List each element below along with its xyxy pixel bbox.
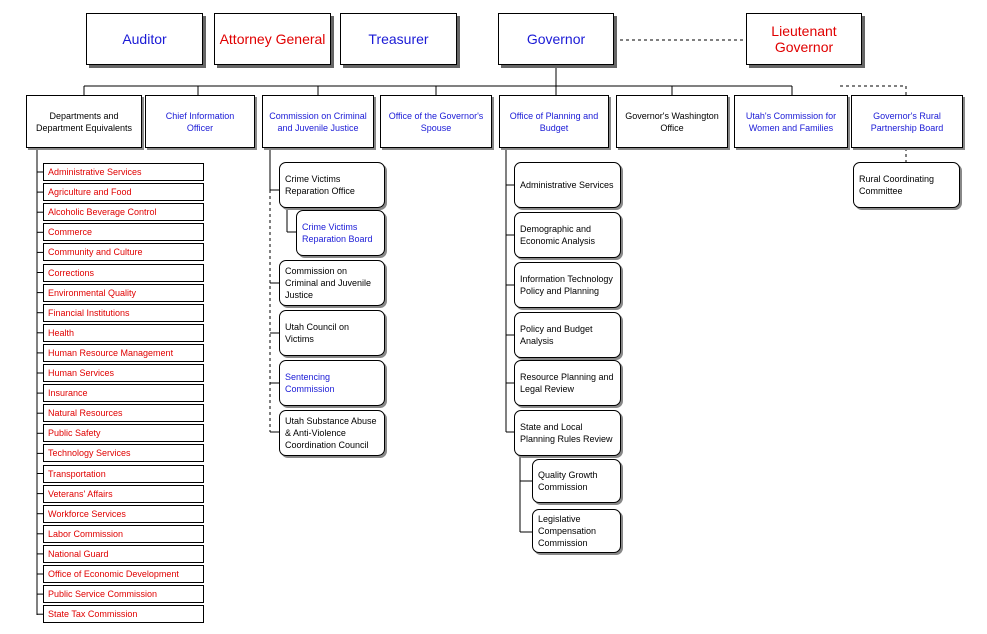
rural-partnership-box: Governor's Rural Partnership Board bbox=[851, 95, 963, 148]
department-item: Technology Services bbox=[43, 444, 204, 463]
planning-unit: Administrative Services bbox=[514, 162, 621, 208]
attorney-general-box: Attorney General bbox=[214, 13, 331, 65]
department-item: Alcoholic Beverage Control bbox=[43, 203, 204, 222]
planning-unit: Legislative Compensation Commission bbox=[532, 509, 621, 553]
governor-box: Governor bbox=[498, 13, 614, 65]
treasurer-box: Treasurer bbox=[340, 13, 457, 65]
department-item: Human Services bbox=[43, 364, 204, 382]
planning-unit: Demographic and Economic Analysis bbox=[514, 212, 621, 258]
ccjj-unit: Utah Substance Abuse & Anti-Violence Coo… bbox=[279, 410, 385, 456]
planning-unit: Resource Planning and Legal Review bbox=[514, 360, 621, 406]
department-item: Public Safety bbox=[43, 424, 204, 443]
department-item: Workforce Services bbox=[43, 504, 204, 523]
department-item: Financial Institutions bbox=[43, 303, 204, 322]
department-item: Community and Culture bbox=[43, 243, 204, 262]
department-item: Human Resource Management bbox=[43, 343, 204, 362]
department-item: Natural Resources bbox=[43, 404, 204, 423]
planning-budget-box: Office of Planning and Budget bbox=[499, 95, 609, 148]
department-item: Corrections bbox=[43, 263, 204, 282]
ccjj-unit: Utah Council on Victims bbox=[279, 310, 385, 356]
planning-unit: State and Local Planning Rules Review bbox=[514, 410, 621, 456]
department-item: Insurance bbox=[43, 384, 204, 403]
planning-unit: Policy and Budget Analysis bbox=[514, 312, 621, 358]
lieutenant-governor-box: Lieutenant Governor bbox=[746, 13, 862, 65]
department-item: Public Service Commission bbox=[43, 585, 204, 604]
ccjj-unit: Sentencing Commission bbox=[279, 360, 385, 406]
rural-coordinating-committee: Rural Coordinating Committee bbox=[853, 162, 960, 208]
department-item: Agriculture and Food bbox=[43, 183, 204, 202]
departments-box: Departments and Department Equivalents bbox=[26, 95, 142, 148]
ccjj-unit: Commission on Criminal and Juvenile Just… bbox=[279, 260, 385, 306]
planning-unit: Information Technology Policy and Planni… bbox=[514, 262, 621, 308]
department-item: State Tax Commission bbox=[43, 605, 204, 624]
department-item: Health bbox=[43, 323, 204, 342]
ccjj-box: Commission on Criminal and Juvenile Just… bbox=[262, 95, 374, 148]
department-item: Office of Economic Development bbox=[43, 565, 204, 583]
department-item: National Guard bbox=[43, 544, 204, 563]
washington-office-box: Governor's Washington Office bbox=[616, 95, 728, 148]
women-families-box: Utah's Commission for Women and Families bbox=[734, 95, 848, 148]
ccjj-unit: Crime Victims Reparation Office bbox=[279, 162, 385, 208]
auditor-box: Auditor bbox=[86, 13, 203, 65]
cio-box: Chief Information Officer bbox=[145, 95, 255, 148]
department-item: Veterans' Affairs bbox=[43, 484, 204, 503]
planning-unit: Quality Growth Commission bbox=[532, 459, 621, 503]
department-item: Environmental Quality bbox=[43, 283, 204, 302]
department-item: Transportation bbox=[43, 464, 204, 483]
governor-spouse-box: Office of the Governor's Spouse bbox=[380, 95, 492, 148]
department-item: Labor Commission bbox=[43, 524, 204, 543]
department-item: Commerce bbox=[43, 223, 204, 242]
department-item: Administrative Services bbox=[43, 163, 204, 181]
ccjj-unit: Crime Victims Reparation Board bbox=[296, 210, 385, 256]
